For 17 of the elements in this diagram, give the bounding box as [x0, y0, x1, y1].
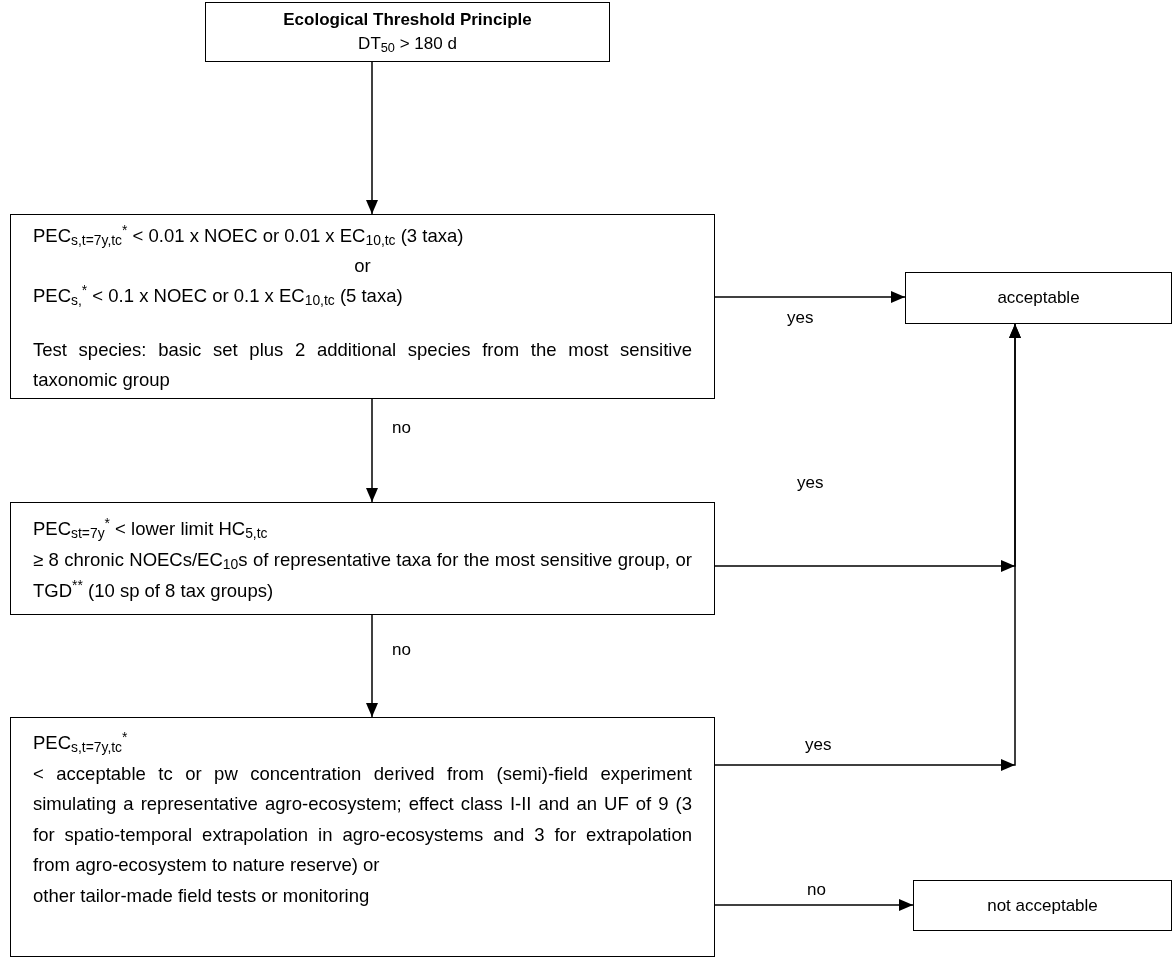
box-text: not acceptable [987, 894, 1098, 917]
box-text: PEC$_{st=7y}$$^{*}$ < lower limit HC$_{5,tc}$ [33, 514, 269, 544]
criterion-box [10, 502, 715, 615]
box-heading: Ecological Threshold Principle [283, 9, 532, 31]
box-text: PEC$_{s,t=7y,tc}$$^{*}$ < 0.01 x NOEC or 0.01 x EC$_{10,tc}$ (3 taxa) [33, 221, 465, 251]
outcome-box [905, 272, 1172, 324]
criterion-box [205, 2, 610, 62]
box-text: or [353, 254, 372, 278]
box-text: acceptable [997, 287, 1080, 310]
box-text: PEC$_{s,}$$^{*}$ < 0.1 x NOEC or 0.1 x EC$_{10,tc}$ (5 taxa) [33, 281, 404, 311]
box-text: DT$_{50}$ > 180 d [358, 33, 457, 56]
box-text: Test species: basic set plus 2 additional species from the most sensitive taxonomic group [33, 338, 692, 392]
box-text: other tailor-made field tests or monitoring [33, 883, 371, 908]
outcome-box [913, 880, 1172, 931]
criterion-box [10, 717, 715, 957]
box-text: ≥ 8 chronic NOECs/EC$_{10}$s of representative taxa for the most sensitive group, or TGD$^{**}$ (10 sp of 8 tax groups) [33, 548, 692, 603]
criterion-box [10, 214, 715, 399]
